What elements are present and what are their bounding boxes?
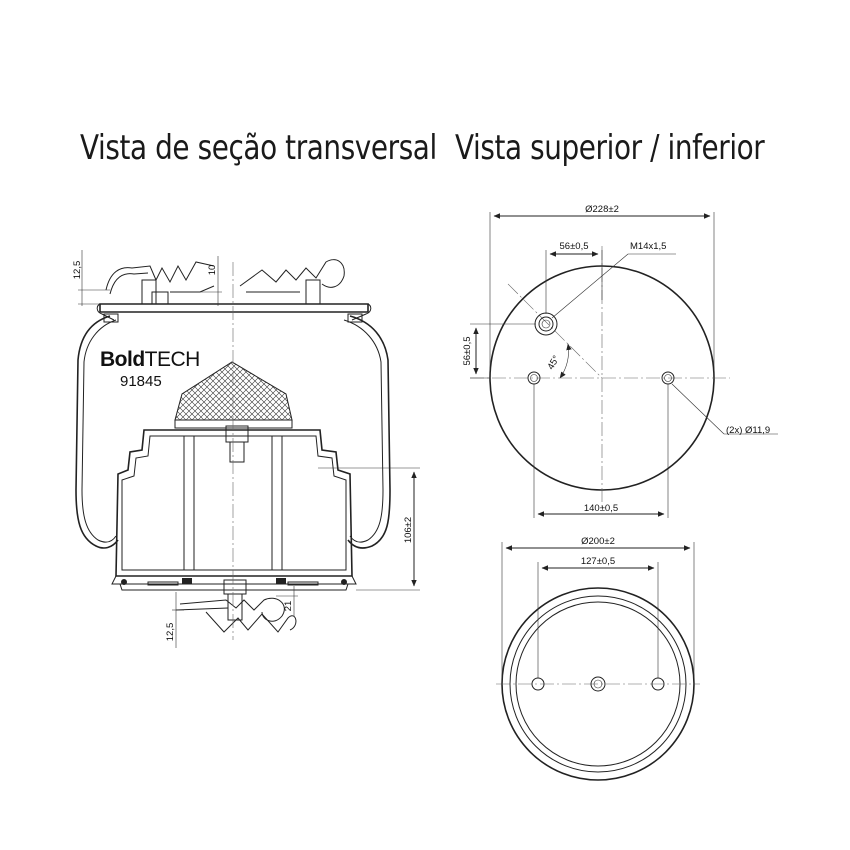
- dim-top-bolt-spacing: 140±0,5: [584, 503, 618, 514]
- brand-logo: BoldTECH: [100, 348, 200, 371]
- cross-section-view: 12,5 10 106±2 21 12,5 BoldTECH 91845: [72, 250, 420, 648]
- dim-bottom-clip-height: 12,5: [165, 623, 176, 642]
- bellows-membrane: [75, 315, 391, 549]
- bottom-center-bolt: [590, 676, 606, 692]
- bottom-clip: [175, 597, 297, 633]
- dim-top-clip-height: 12,5: [72, 261, 83, 280]
- piston: [115, 429, 353, 577]
- dim-bottom-diameter: Ø200±2: [581, 536, 615, 547]
- center-bolt: [223, 425, 249, 621]
- top-right-clip: [239, 259, 345, 305]
- dim-bolt-holes: (2x) Ø11,9: [726, 425, 770, 436]
- top-plate: [99, 303, 369, 313]
- dim-hole-offset-y: 56±0,5: [462, 337, 473, 366]
- dim-plate-offset: 10: [207, 265, 218, 276]
- top-view: Ø228±2 56±0,5 M14x1,5 56±0,5 45° (2x) Ø1…: [462, 204, 778, 518]
- section-view-title: Vista de seção transversal: [80, 128, 437, 168]
- top-bottom-view-title: Vista superior / inferior: [455, 128, 765, 168]
- dim-bottom-bolt-spacing: 127±0,5: [581, 556, 615, 567]
- top-left-clip: [105, 261, 215, 305]
- dim-angle: 45°: [545, 354, 562, 372]
- dim-top-diameter: Ø228±2: [585, 204, 619, 215]
- dim-thread: M14x1,5: [630, 241, 666, 252]
- dim-overall-height: 106±2: [403, 517, 414, 543]
- model-number: 91845: [120, 373, 162, 390]
- dim-bottom-offset: 21: [283, 601, 294, 612]
- dim-hole-offset-x: 56±0,5: [560, 241, 589, 252]
- bottom-view: Ø200±2 127±0,5: [496, 536, 700, 781]
